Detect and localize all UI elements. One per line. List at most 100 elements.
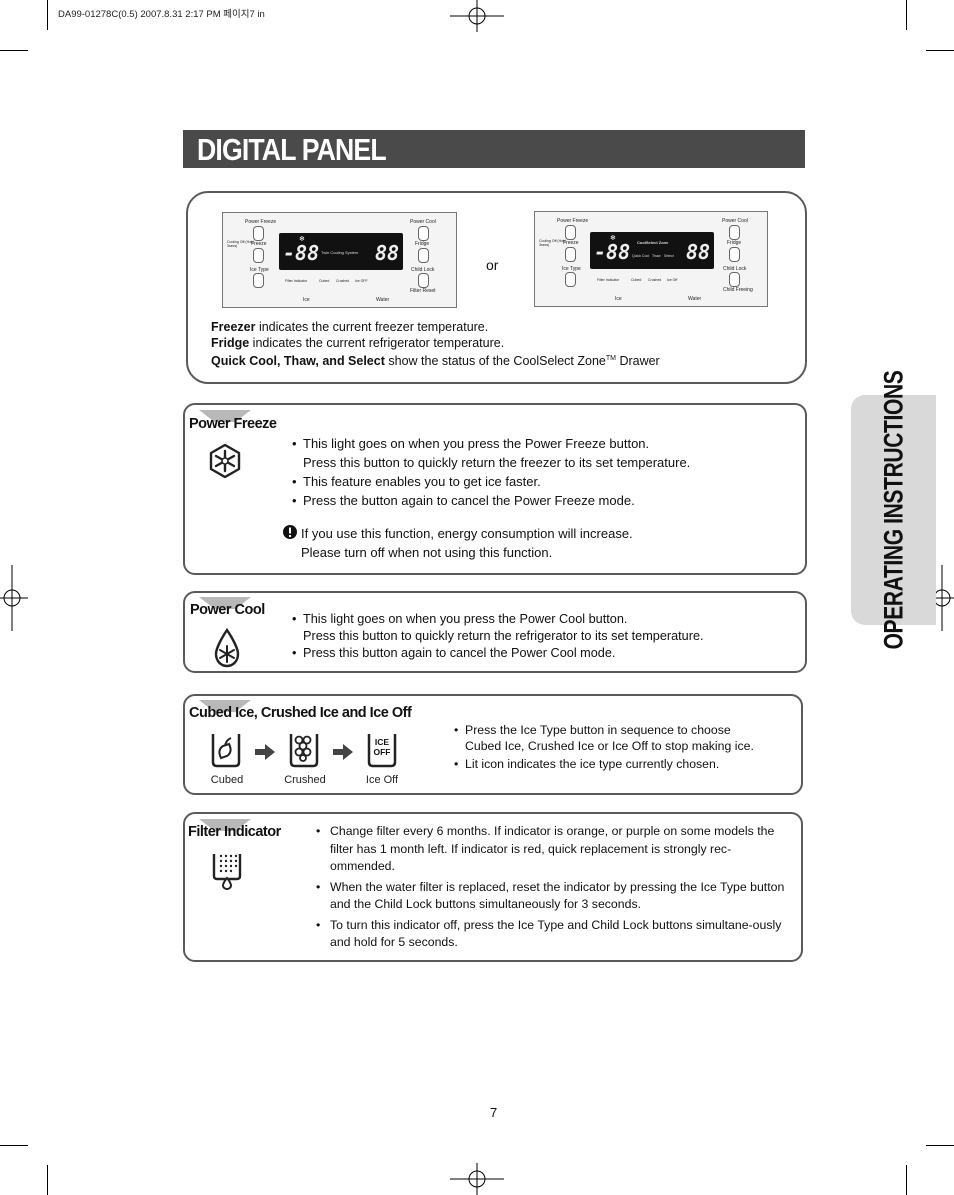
crushed-ice-icon — [289, 734, 319, 768]
filter-bullets: Change filter every 6 months. If indicat… — [316, 823, 786, 955]
cubed-ice-icon — [211, 734, 241, 768]
print-header: DA99-01278C(0.5) 2007.8.31 2:17 PM 페이지7 … — [58, 9, 265, 20]
panel-a-fridge-button[interactable] — [418, 248, 429, 263]
panel-b-icon-label-cubed: Cubed — [631, 278, 642, 282]
panel-b-zone-select: Select — [664, 254, 674, 258]
list-item-continuation: Cubed Ice, Crushed Ice or Ice Off to sto… — [465, 738, 754, 753]
panel-b-label-power-freeze: Power Freeze — [557, 218, 589, 224]
panel-b-side-note: Cooling Off (Hold 3secs) — [539, 239, 566, 247]
panel-b-icon-label-ice-off: Ice Off — [667, 278, 678, 282]
control-panel-b: Power Freeze Cooling Off (Hold 3secs) Fr… — [534, 211, 768, 307]
cubed-label: Cubed — [210, 774, 244, 786]
caption-freezer: Freezer indicates the current freezer te… — [211, 320, 489, 334]
panel-b-display: ❄ -88 CoolSelect Zone Quick Cool Thaw Se… — [590, 232, 714, 269]
caption-coolselect: Quick Cool, Thaw, and Select show the st… — [211, 354, 660, 369]
list-item: Press the Ice Type button in sequence to… — [454, 723, 794, 739]
panel-a-side-note: Cooling Off (Hold 3secs) — [227, 240, 254, 248]
list-item-continuation: Press this button to quickly return the … — [303, 455, 691, 470]
panel-b-icon-label-filter: Filter Indicator — [597, 278, 620, 282]
list-item: Lit icon indicates the ice type currentl… — [454, 757, 794, 773]
power-cool-bullets: This light goes on when you press the Po… — [292, 611, 792, 662]
panel-b-power-cool-button[interactable] — [729, 225, 740, 240]
panel-a-right-bottom: Filter Reset — [410, 288, 436, 294]
panel-b-label-freeze: Freeze — [563, 240, 579, 246]
panel-a-icon-label-cubed: Cubed — [319, 279, 330, 283]
panel-a-power-cool-button[interactable] — [418, 226, 429, 241]
caption-fridge: Fridge indicates the current refrigerato… — [211, 335, 505, 350]
arrow-right-icon — [333, 744, 353, 760]
panel-a-child-lock-button[interactable] — [418, 273, 429, 288]
list-item: This feature enables you to get ice fast… — [292, 472, 792, 491]
panel-b-label-fridge: Fridge — [727, 240, 742, 246]
warning-line: If you use this function, energy consump… — [301, 526, 633, 541]
panel-a-ice-label: Ice — [303, 297, 310, 303]
side-tab-label: OPERATING INSTRUCTIONS — [878, 370, 908, 650]
panel-b-fridge-digits: 88 — [686, 240, 711, 264]
warning-icon — [283, 525, 297, 539]
panel-a-water-label: Water — [376, 297, 390, 303]
warning-line: Please turn off when not using this func… — [301, 545, 553, 560]
ice-off-icon-text: ICE OFF — [369, 737, 395, 757]
filter-title: Filter Indicator — [188, 824, 281, 840]
panel-a-center-text: Twin Cooling System — [321, 250, 359, 255]
list-item: To turn this indicator off, press the Ic… — [316, 917, 786, 952]
title-tab-decoration — [199, 597, 251, 609]
list-item: Press the button again to cancel the Pow… — [292, 491, 792, 510]
title-tab-decoration — [199, 410, 251, 422]
ice-off-label: Ice Off — [365, 774, 399, 786]
ice-off-text-line: ICE — [374, 737, 390, 747]
snowflake-icon: ❄ — [299, 236, 305, 243]
panel-b-fridge-button[interactable] — [729, 247, 740, 262]
crushed-label: Crushed — [284, 774, 326, 786]
title-tab-decoration — [199, 700, 251, 712]
panel-a-display: ❄ -88 Twin Cooling System 88 — [279, 233, 403, 270]
section-side-tab: OPERATING INSTRUCTIONS — [851, 371, 936, 649]
list-item: This light goes on when you press the Po… — [292, 434, 792, 453]
panel-a-freeze-button[interactable] — [253, 248, 264, 263]
panel-a-icon-label-crushed: Crushed — [336, 279, 350, 283]
panel-a-ice-type-button[interactable] — [253, 273, 264, 288]
list-item: Press this button again to cancel the Po… — [292, 645, 792, 662]
page-title: DIGITAL PANEL — [197, 132, 387, 167]
ice-type-bullets: Press the Ice Type button in sequence to… — [454, 723, 794, 773]
panel-a-icon-label-filter: Filter Indicator — [285, 279, 308, 283]
panel-b-zone-thaw: Thaw — [652, 254, 661, 258]
power-cool-icon — [214, 628, 240, 668]
snowflake-icon: ❄ — [610, 235, 616, 242]
panel-a-label-power-cool: Power Cool — [410, 219, 436, 225]
panel-b-freezer-digits: -88 — [594, 240, 631, 264]
panel-b-ice-type-button[interactable] — [565, 272, 576, 287]
panel-b-icon-label-crushed: Crushed — [648, 278, 662, 282]
power-cool-title: Power Cool — [190, 602, 265, 618]
panel-b-water-label: Water — [688, 296, 702, 302]
power-freeze-bullets: This light goes on when you press the Po… — [292, 434, 792, 510]
title-tab-decoration — [199, 819, 251, 831]
power-freeze-warning: If you use this function, energy consump… — [301, 524, 633, 562]
filter-indicator-icon — [212, 854, 242, 890]
ice-type-title: Cubed Ice, Crushed Ice and Ice Off — [189, 705, 412, 721]
panel-captions: Freezer indicates the current freezer te… — [211, 320, 771, 370]
panel-b-label-ice-type: Ice Type — [562, 266, 581, 272]
panel-a-label-fridge: Fridge — [415, 241, 430, 247]
ice-off-icon — [367, 734, 397, 768]
list-item: When the water filter is replaced, reset… — [316, 879, 786, 914]
arrow-right-icon — [255, 744, 275, 760]
panel-b-right-bottom: Child Freeing — [723, 287, 753, 293]
panel-a-label-child-lock: Child Lock — [411, 267, 435, 273]
control-panel-a: Power Freeze Cooling Off (Hold 3secs) Fr… — [222, 212, 457, 308]
panel-b-label-power-cool: Power Cool — [722, 218, 748, 224]
panel-b-ice-label: Ice — [615, 296, 622, 302]
panel-a-label-power-freeze: Power Freeze — [245, 219, 277, 225]
panel-b-power-freeze-button[interactable] — [565, 225, 576, 240]
page-title-bar: DIGITAL PANEL — [183, 130, 805, 168]
list-item: This light goes on when you press the Po… — [292, 611, 792, 628]
list-item-continuation: Press this button to quickly return the … — [303, 629, 704, 643]
panel-a-freezer-digits: -88 — [283, 241, 320, 265]
panel-a-label-ice-type: Ice Type — [250, 267, 269, 273]
page-number: 7 — [490, 1105, 498, 1120]
panel-b-freeze-button[interactable] — [565, 247, 576, 262]
panel-a-power-freeze-button[interactable] — [253, 226, 264, 241]
or-label: or — [486, 257, 499, 273]
panel-b-child-lock-button[interactable] — [729, 272, 740, 287]
ice-type-section — [183, 694, 803, 795]
